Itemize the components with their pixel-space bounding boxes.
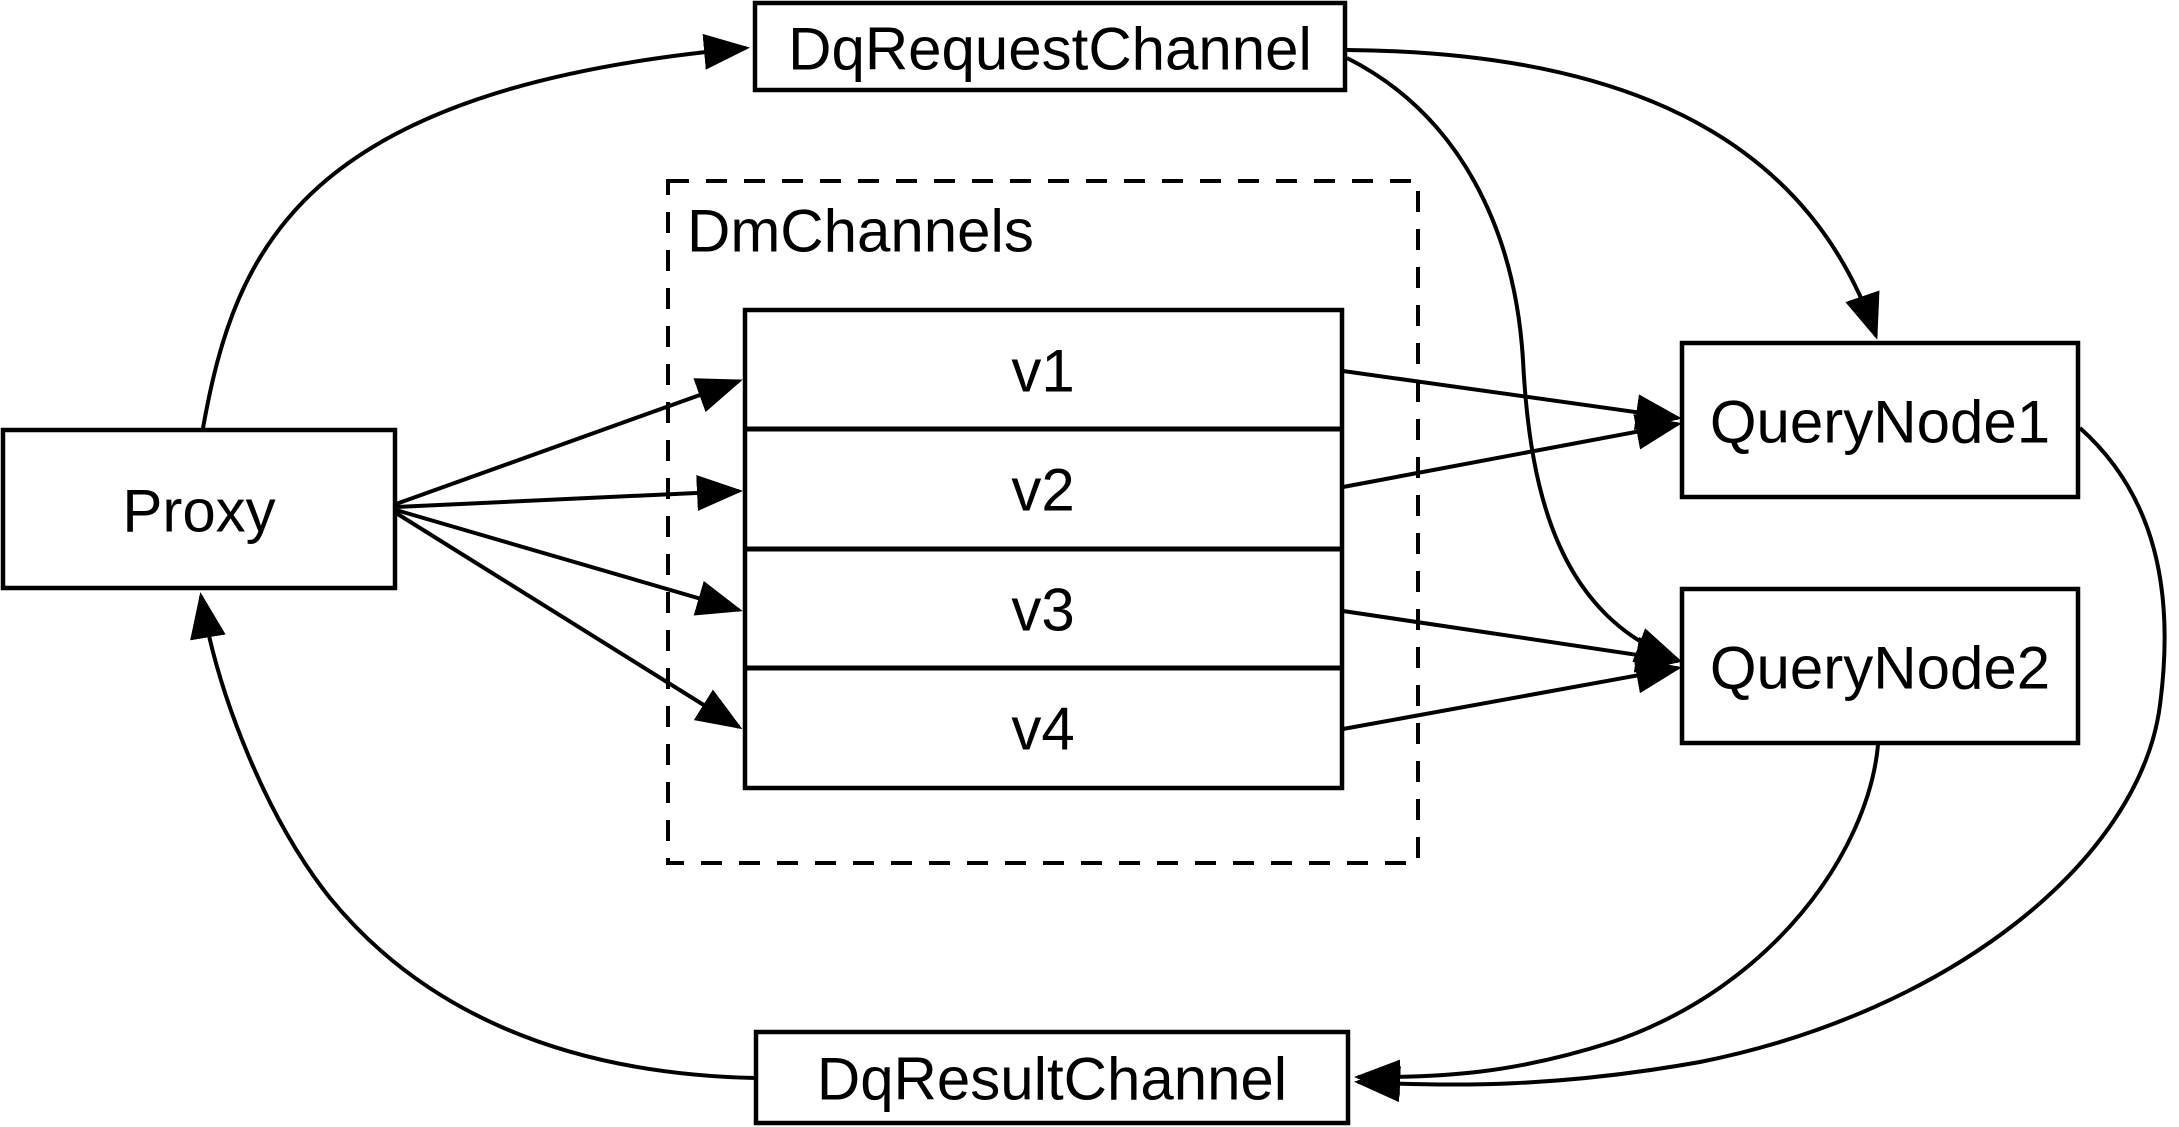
edge-proxy-to-dqrequestchannel	[201, 33, 750, 429]
query-node-1-label: QueryNode1	[1710, 389, 2050, 456]
channel-row-v3: v3	[1011, 577, 1074, 644]
edge-v1-to-querynode1	[1342, 369, 1682, 430]
edge-dqrequestchannel-to-querynode1	[1346, 48, 1880, 340]
edge-dqresultchannel-to-proxy	[190, 592, 757, 1080]
dq-request-channel-label: DqRequestChannel	[788, 16, 1312, 83]
dq-result-channel-label: DqResultChannel	[817, 1046, 1287, 1113]
proxy-node: Proxy	[0, 427, 398, 591]
dm-channels-dashed-border	[666, 179, 1420, 865]
edge-dqrequestchannel-to-querynode2	[1346, 56, 1682, 662]
channel-row-v4: v4	[1011, 696, 1074, 763]
edge-v3-to-querynode2	[1342, 609, 1682, 673]
dm-channels-table: v1 v2 v3 v4	[742, 307, 1345, 791]
proxy-label: Proxy	[122, 478, 275, 545]
edge-proxy-to-v4	[394, 511, 743, 730]
edge-proxy-to-v3	[395, 508, 743, 616]
dq-result-channel-box	[753, 1029, 1351, 1126]
dq-request-channel-box	[752, 0, 1348, 93]
channel-row-v1: v1	[1011, 338, 1074, 405]
edge-querynode2-to-dqresultchannel	[1354, 744, 1880, 1096]
edge-querynode1-to-dqresultchannel	[1354, 426, 2167, 1103]
dq-request-channel-node: DqRequestChannel	[752, 0, 1348, 93]
dm-channels-group: DmChannels v1 v2 v3 v4	[666, 179, 1420, 865]
edge-proxy-to-v1	[395, 378, 743, 506]
edge-v4-to-querynode2	[1342, 657, 1682, 731]
query-node-2-label: QueryNode2	[1710, 635, 2050, 702]
edges	[190, 33, 2167, 1103]
dm-channels-label: DmChannels	[687, 198, 1034, 265]
dq-result-channel-node: DqResultChannel	[753, 1029, 1351, 1126]
query-node-1: QueryNode1	[1679, 340, 2081, 500]
channel-row-v2: v2	[1011, 457, 1074, 524]
proxy-box	[0, 427, 398, 591]
query-node-2: QueryNode2	[1679, 586, 2081, 746]
edge-v2-to-querynode1	[1342, 414, 1682, 489]
edge-proxy-to-v2	[395, 474, 743, 511]
query-node-2-box	[1679, 586, 2081, 746]
query-node-1-box	[1679, 340, 2081, 500]
